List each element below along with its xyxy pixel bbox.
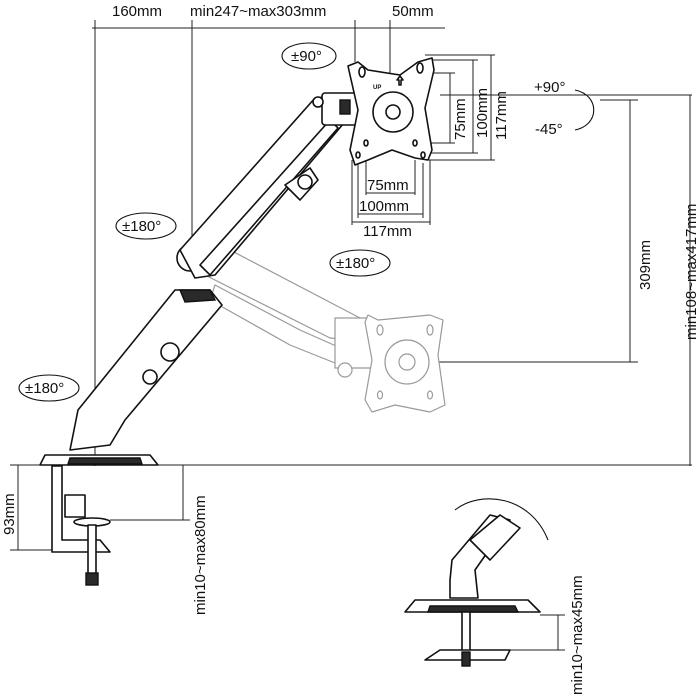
grommet-desk-thickness-label: min10~max45mm: [569, 575, 586, 695]
clamp-height-label: 93mm: [1, 493, 18, 535]
arm-reach-label: min247~max303mm: [190, 3, 326, 20]
rotation-tilt: +90° -45°: [534, 79, 595, 138]
rotation-head-joint: ±180°: [329, 249, 391, 277]
plate-depth-label: 50mm: [392, 3, 434, 20]
head-joint-label: ±180°: [336, 255, 375, 272]
vesa-horizontal-100: 100mm: [359, 198, 409, 215]
grommet-inset: [404, 498, 549, 667]
arm-lowered-ghost: [204, 249, 446, 413]
rotation-plate-swivel: ±90°: [281, 42, 337, 70]
vesa-vertical-117: 117mm: [493, 91, 510, 140]
base-offset-label: 160mm: [112, 3, 162, 20]
tilt-up-label: +90°: [534, 79, 565, 96]
rotation-upper-joint: ±180°: [115, 212, 177, 240]
vertical-travel-label: 309mm: [637, 240, 654, 290]
vesa-horizontal-117: 117mm: [363, 223, 412, 240]
up-marker: UP: [373, 85, 381, 91]
height-range-label: min108~max417mm: [683, 204, 700, 340]
vesa-horizontal-75: 75mm: [367, 177, 409, 194]
vesa-vertical-75: 75mm: [452, 98, 469, 140]
rotation-base-joint: ±180°: [18, 374, 80, 402]
plate-swivel-label: ±90°: [291, 48, 322, 65]
vesa-vertical-100: 100mm: [474, 88, 491, 138]
base-joint-label: ±180°: [25, 380, 64, 397]
upper-joint-label: ±180°: [122, 218, 161, 235]
clamp-desk-thickness-label: min10~max80mm: [192, 495, 209, 615]
monitor-arm: [69, 92, 361, 451]
desk-clamp: [39, 454, 159, 586]
vesa-plate: UP: [347, 57, 435, 166]
tilt-down-label: -45°: [535, 121, 563, 138]
vesa-dimension-lines: [351, 54, 495, 225]
